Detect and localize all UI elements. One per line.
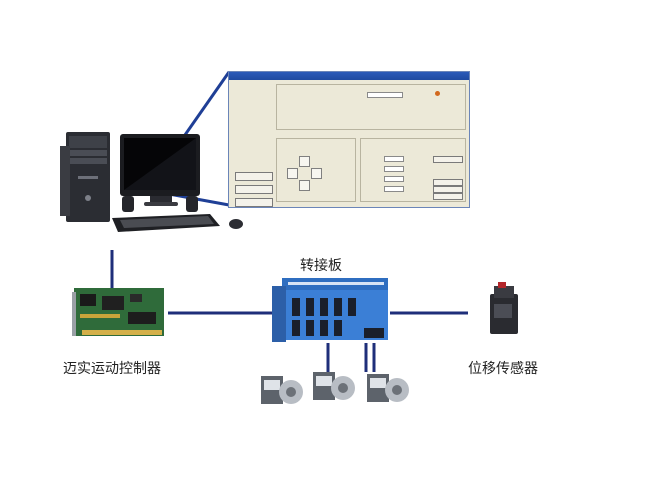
- jog-left-button[interactable]: [287, 168, 298, 179]
- controller-label: 迈实运动控制器: [63, 361, 161, 377]
- param-field[interactable]: [384, 186, 404, 192]
- servo-motor-3: [367, 374, 409, 402]
- displacement-sensor-icon: [490, 282, 518, 334]
- param-field[interactable]: [384, 166, 404, 172]
- side-button[interactable]: [235, 172, 273, 181]
- window-title-bar: [229, 72, 469, 80]
- desktop-computer-icon: [60, 132, 243, 232]
- jog-right-button[interactable]: [311, 168, 322, 179]
- param-field[interactable]: [384, 156, 404, 162]
- action-button[interactable]: [433, 193, 463, 200]
- jog-down-button[interactable]: [299, 180, 310, 191]
- status-group: [276, 84, 466, 130]
- sensor-label: 位移传感器: [468, 361, 538, 377]
- param-field[interactable]: [384, 176, 404, 182]
- action-button[interactable]: [433, 179, 463, 186]
- motion-control-card-icon: [72, 288, 164, 336]
- action-button[interactable]: [433, 186, 463, 193]
- adapter-board-label: 转接板: [300, 258, 342, 274]
- jog-up-button[interactable]: [299, 156, 310, 167]
- status-led-icon: [435, 91, 440, 96]
- adapter-board-icon: [272, 278, 388, 342]
- side-button[interactable]: [235, 198, 273, 207]
- manual-control-group: [276, 138, 356, 202]
- side-button[interactable]: [235, 185, 273, 194]
- input-field[interactable]: [367, 92, 403, 98]
- parameter-group: [360, 138, 466, 202]
- software-window: [228, 71, 470, 208]
- servo-motor-1: [261, 376, 303, 404]
- servo-motor-icon: [261, 372, 409, 404]
- action-button[interactable]: [433, 156, 463, 163]
- servo-motor-2: [313, 372, 355, 400]
